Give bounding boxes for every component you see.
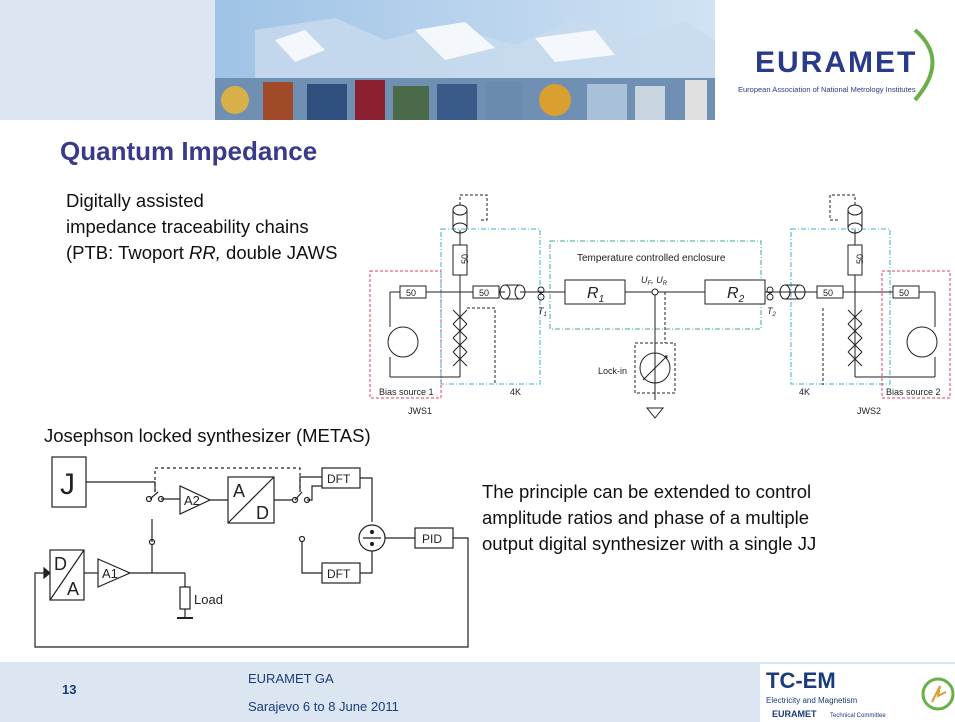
bias-source-2-label: Bias source 2	[886, 387, 941, 397]
res-50-a: 50	[406, 288, 416, 298]
res-50-vert-right: 50	[855, 254, 865, 264]
dft-top-label: DFT	[327, 472, 351, 486]
a1-label: A1	[102, 566, 118, 581]
euramet-logo-subtitle: European Association of National Metrolo…	[738, 85, 916, 94]
jws-line-2: impedance traceability chains	[66, 216, 309, 237]
jws2-label: JWS2	[857, 406, 881, 416]
jws-line-1: Digitally assisted	[66, 190, 204, 211]
ad-bottom-label: D	[256, 503, 269, 523]
r1-label: R1	[587, 285, 604, 305]
euramet-logo-text: EURAMET	[755, 46, 917, 79]
slide-number: 13	[62, 682, 77, 697]
uf-ur-label: UF, UR	[641, 275, 668, 287]
bias-source-2-box	[881, 270, 951, 399]
slide-title: Quantum Impedance	[60, 136, 318, 166]
load-label: Load	[194, 592, 223, 607]
t2-label: T2	[767, 306, 777, 318]
bias-source-1-label: Bias source 1	[379, 387, 434, 397]
dft-bottom-label: DFT	[327, 567, 351, 581]
principle-line-1: The principle can be extended to control	[482, 481, 812, 502]
pid-label: PID	[422, 532, 442, 546]
a2-label: A2	[184, 493, 200, 508]
rr-italic: RR,	[189, 242, 221, 263]
footer-event: EURAMET GA	[248, 671, 334, 686]
header-banner: EURAMET European Association of National…	[215, 0, 955, 120]
principle-text: The principle can be extended to control…	[482, 479, 816, 557]
temp-right-label: 4K	[799, 387, 810, 397]
tc-em-committee: Technical Committee	[830, 713, 886, 719]
t1-label: T1	[538, 306, 547, 318]
da-top-label: D	[54, 554, 67, 574]
res-50-d: 50	[899, 288, 909, 298]
da-bottom-label: A	[67, 579, 79, 599]
cryostat-right-box	[790, 228, 891, 385]
tc-em-title: TC-EM	[766, 668, 836, 693]
footer-location: Sarajevo 6 to 8 June 2011	[248, 699, 399, 714]
jws-description: Digitally assisted impedance traceabilit…	[66, 188, 337, 266]
res-50-vert-left: 50	[460, 254, 470, 264]
header-left-band	[0, 0, 215, 120]
temp-left-label: 4K	[510, 387, 521, 397]
r2-label: R2	[727, 285, 745, 305]
bias-source-1-box	[369, 270, 442, 399]
metas-heading: Josephson locked synthesizer (METAS)	[44, 425, 371, 446]
tc-em-logo: TC-EM Electricity and Magnetism EURAMET …	[760, 664, 955, 722]
josephson-synthesizer-diagram: J A2 A1 A D D A DFT DFT PID Load	[34, 456, 469, 648]
principle-line-3: output digital synthesizer with a single…	[482, 533, 817, 554]
ad-top-label: A	[233, 481, 245, 501]
tc-em-emblem-icon	[921, 677, 955, 711]
j-label: J	[60, 468, 75, 501]
principle-line-2: amplitude ratios and phase of a multiple	[482, 507, 810, 528]
tc-em-euramet: EURAMET	[772, 709, 817, 719]
lockin-label: Lock-in	[598, 366, 627, 376]
j-block	[51, 456, 87, 508]
res-50-c: 50	[823, 288, 833, 298]
jws-line-3: (PTB: Twoport RR, double JAWS	[66, 242, 338, 263]
jws1-label: JWS1	[408, 406, 432, 416]
enclosure-label: Temperature controlled enclosure	[577, 253, 726, 264]
res-50-b: 50	[479, 288, 489, 298]
tc-em-subtitle: Electricity and Magnetism	[766, 696, 857, 705]
cryostat-left-box	[440, 228, 541, 385]
jaws-circuit-diagram: 50 50 50 50 50 50 Temperature controlled…	[369, 194, 951, 419]
